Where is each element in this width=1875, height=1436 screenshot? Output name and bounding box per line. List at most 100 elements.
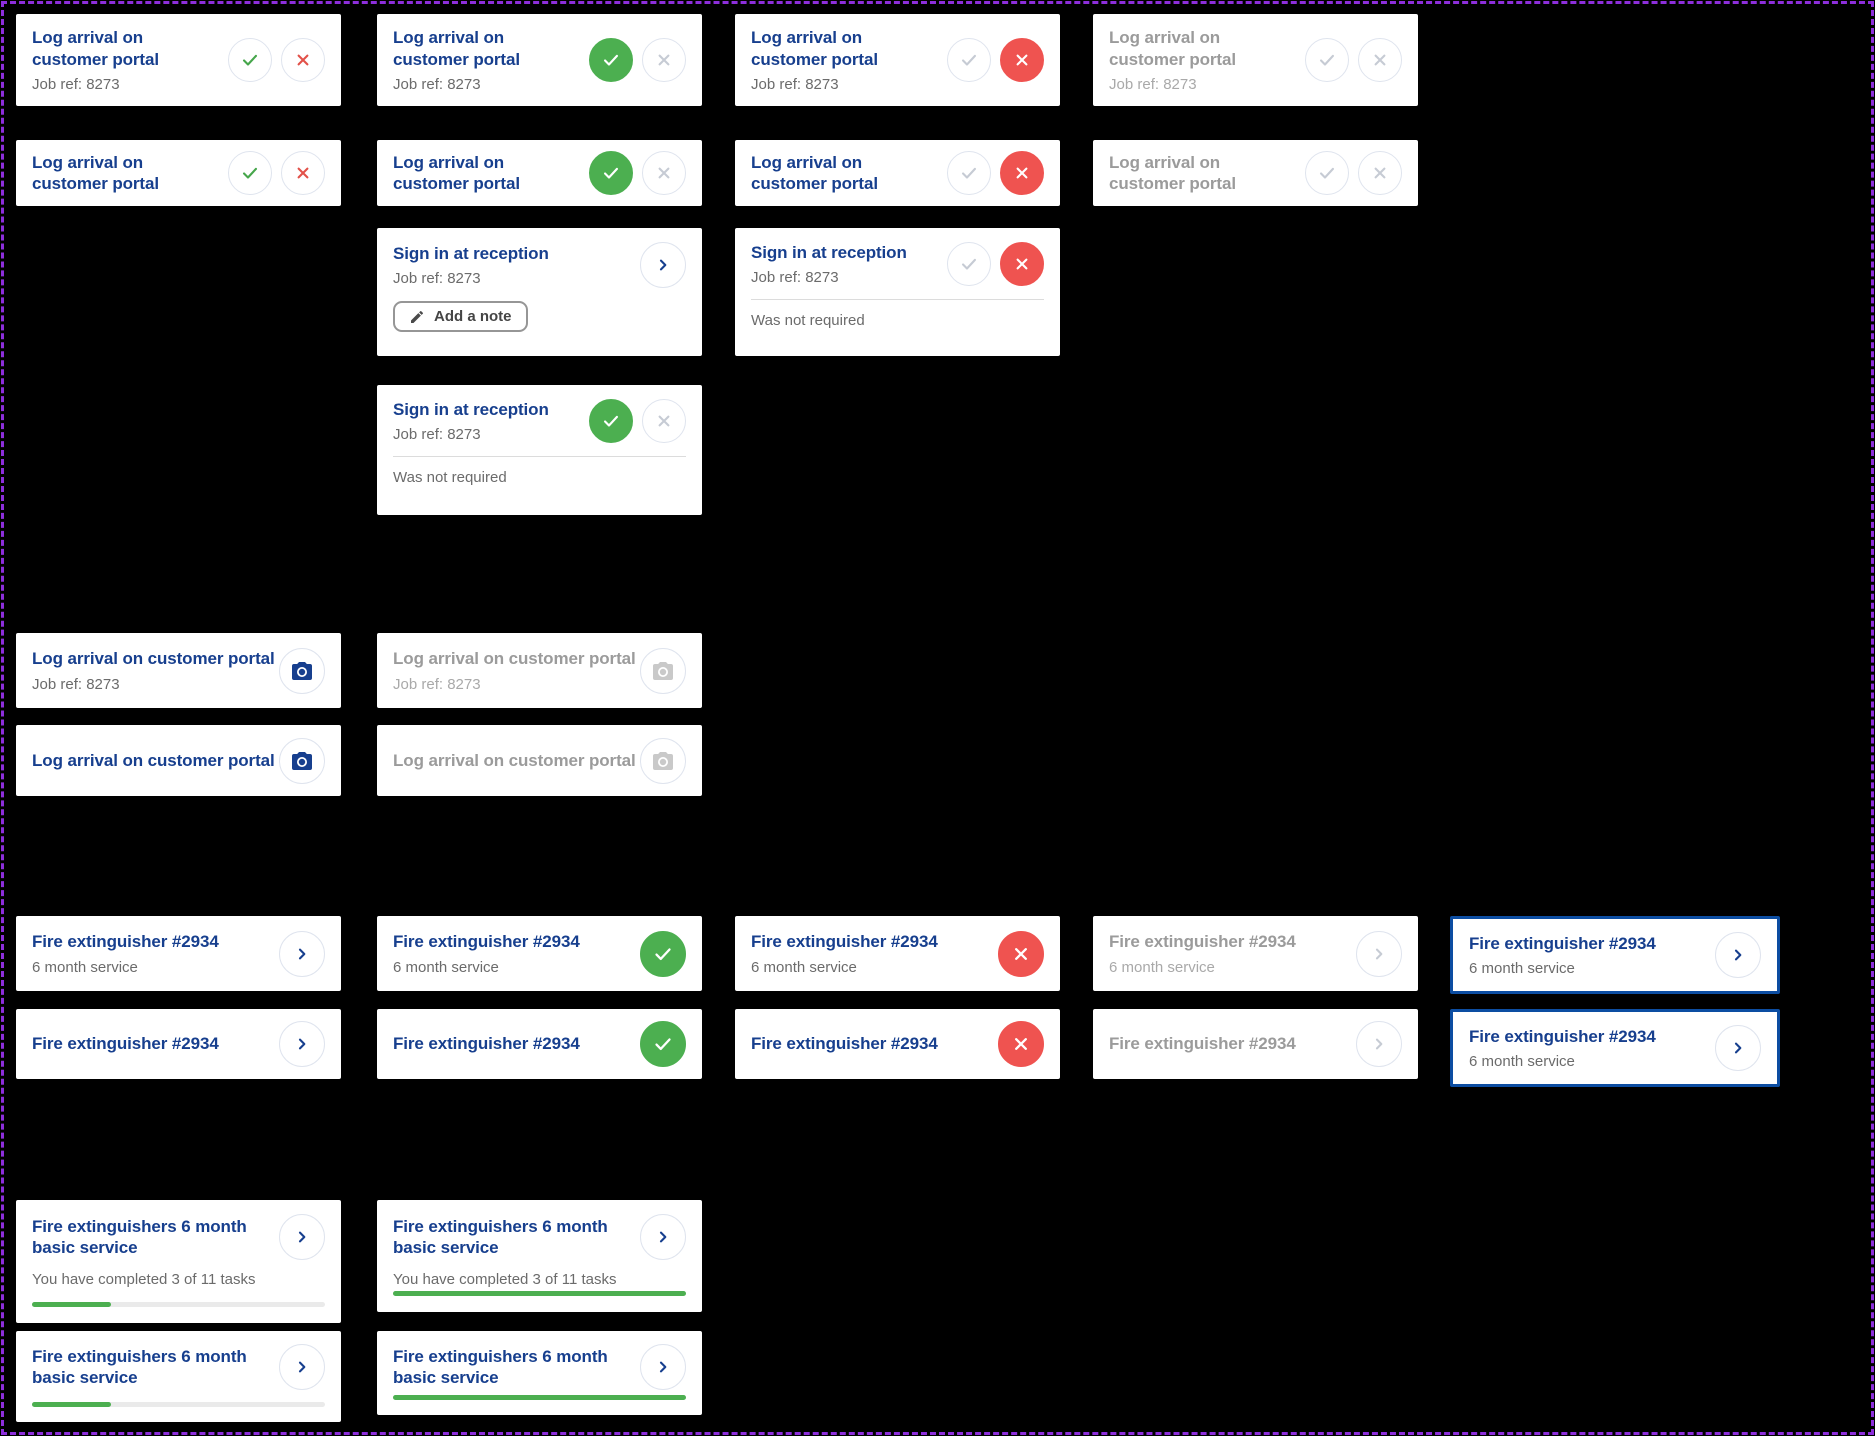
card-fire-extinguisher-disabled: Fire extinguisher #2934 6 month service bbox=[1093, 916, 1418, 991]
card-worksheet-progress-complete[interactable]: Fire extinguishers 6 month basic service… bbox=[377, 1200, 702, 1312]
card-fire-extinguisher-default[interactable]: Fire extinguisher #2934 6 month service bbox=[16, 916, 341, 991]
check-icon bbox=[651, 942, 675, 966]
details-button[interactable] bbox=[640, 1344, 686, 1390]
card-fire-extinguisher-confirmed-compact[interactable]: Fire extinguisher #2934 bbox=[377, 1009, 702, 1079]
confirm-button bbox=[947, 38, 991, 82]
decline-button bbox=[642, 38, 686, 82]
card-title: Log arrival on customer portal bbox=[32, 28, 159, 69]
chevron-right-icon bbox=[1729, 1039, 1747, 1057]
card-title: Fire extinguisher #2934 bbox=[751, 1034, 938, 1054]
job-ref: Job ref: 8273 bbox=[393, 426, 481, 444]
card-sign-in-with-note-action: Sign in at reception Job ref: 8273 Add a… bbox=[377, 228, 702, 356]
photo-button[interactable] bbox=[279, 647, 325, 694]
card-title: Log arrival on customer portal bbox=[751, 28, 878, 69]
details-button[interactable] bbox=[279, 1214, 325, 1260]
card-title: Log arrival on customer portal bbox=[1109, 28, 1236, 69]
card-worksheet-progress[interactable]: Fire extinguishers 6 month basic service… bbox=[16, 1200, 341, 1323]
card-title: Fire extinguisher #2934 bbox=[1469, 933, 1656, 953]
card-fire-extinguisher-confirmed[interactable]: Fire extinguisher #2934 6 month service bbox=[377, 916, 702, 991]
camera-icon bbox=[651, 749, 675, 773]
x-icon bbox=[1009, 942, 1033, 966]
service-label: 6 month service bbox=[393, 958, 499, 976]
card-fire-extinguisher-default-compact[interactable]: Fire extinguisher #2934 bbox=[16, 1009, 341, 1079]
progress-bar bbox=[393, 1291, 686, 1296]
confirm-button[interactable] bbox=[589, 151, 633, 195]
card-title: Fire extinguishers 6 month basic service bbox=[393, 1346, 608, 1387]
card-log-arrival-confirmed: Log arrival on customer portal Job ref: … bbox=[377, 14, 702, 106]
progress-status: You have completed 3 of 11 tasks bbox=[32, 1271, 256, 1288]
card-title: Fire extinguisher #2934 bbox=[32, 1034, 219, 1054]
card-log-arrival-declined: Log arrival on customer portal Job ref: … bbox=[735, 14, 1060, 106]
confirm-button bbox=[1305, 151, 1349, 195]
chevron-right-icon bbox=[654, 1358, 672, 1376]
chevron-right-icon bbox=[293, 1228, 311, 1246]
card-fire-extinguisher-declined-compact[interactable]: Fire extinguisher #2934 bbox=[735, 1009, 1060, 1079]
card-log-arrival-photo-disabled-compact: Log arrival on customer portal bbox=[377, 725, 702, 796]
confirm-button[interactable] bbox=[228, 38, 272, 82]
card-log-arrival-default-compact: Log arrival on customer portal bbox=[16, 140, 341, 206]
progress-fill bbox=[393, 1291, 686, 1296]
check-icon bbox=[239, 49, 261, 71]
confirm-button bbox=[1305, 38, 1349, 82]
camera-icon bbox=[290, 749, 314, 773]
card-title: Fire extinguishers 6 month basic service bbox=[32, 1346, 247, 1387]
details-button[interactable] bbox=[279, 1021, 325, 1067]
details-button[interactable] bbox=[640, 1214, 686, 1260]
confirm-button[interactable] bbox=[589, 38, 633, 82]
card-title: Log arrival on customer portal bbox=[32, 152, 159, 193]
confirm-button[interactable] bbox=[228, 151, 272, 195]
confirm-button[interactable] bbox=[589, 399, 633, 444]
card-title: Fire extinguishers 6 month basic service bbox=[32, 1216, 247, 1257]
camera-icon bbox=[290, 659, 314, 683]
photo-button[interactable] bbox=[279, 737, 325, 784]
check-icon bbox=[958, 49, 980, 71]
chevron-right-icon bbox=[293, 945, 311, 963]
photo-button bbox=[640, 737, 686, 784]
check-icon bbox=[958, 162, 980, 184]
status-confirmed-button[interactable] bbox=[640, 930, 686, 977]
card-sign-in-declined-with-note: Sign in at reception Job ref: 8273 Was n… bbox=[735, 228, 1060, 356]
decline-button[interactable] bbox=[1000, 151, 1044, 195]
job-ref: Job ref: 8273 bbox=[393, 270, 481, 288]
card-worksheet-progress-compact[interactable]: Fire extinguishers 6 month basic service bbox=[16, 1331, 341, 1422]
card-title: Fire extinguisher #2934 bbox=[1109, 1034, 1296, 1054]
service-label: 6 month service bbox=[751, 958, 857, 976]
card-title: Log arrival on customer portal bbox=[1109, 152, 1236, 193]
divider bbox=[751, 299, 1044, 301]
task-note: Was not required bbox=[393, 469, 507, 487]
service-label: 6 month service bbox=[1469, 960, 1575, 978]
add-note-button[interactable]: Add a note bbox=[393, 301, 528, 332]
chevron-right-icon bbox=[654, 256, 672, 274]
x-icon bbox=[653, 410, 675, 432]
card-log-arrival-disabled: Log arrival on customer portal Job ref: … bbox=[1093, 14, 1418, 106]
card-log-arrival-photo-disabled: Log arrival on customer portal Job ref: … bbox=[377, 633, 702, 708]
status-declined-button[interactable] bbox=[998, 1021, 1044, 1067]
decline-button[interactable] bbox=[1000, 242, 1044, 287]
photo-button bbox=[640, 647, 686, 694]
decline-button[interactable] bbox=[1000, 38, 1044, 82]
card-worksheet-progress-complete-compact[interactable]: Fire extinguishers 6 month basic service bbox=[377, 1331, 702, 1415]
add-note-label: Add a note bbox=[434, 308, 512, 325]
progress-fill bbox=[32, 1302, 112, 1307]
decline-button bbox=[1358, 151, 1402, 195]
details-button[interactable] bbox=[1715, 1025, 1761, 1071]
check-icon bbox=[1316, 49, 1338, 71]
card-title: Sign in at reception bbox=[393, 243, 549, 263]
x-icon bbox=[1011, 49, 1033, 71]
details-button[interactable] bbox=[279, 930, 325, 977]
card-fire-extinguisher-declined[interactable]: Fire extinguisher #2934 6 month service bbox=[735, 916, 1060, 991]
status-confirmed-button[interactable] bbox=[640, 1021, 686, 1067]
decline-button[interactable] bbox=[281, 151, 325, 195]
card-fire-extinguisher-focused[interactable]: Fire extinguisher #2934 6 month service bbox=[1450, 916, 1780, 994]
details-button[interactable] bbox=[640, 242, 686, 288]
details-button[interactable] bbox=[1715, 932, 1761, 978]
decline-button[interactable] bbox=[281, 38, 325, 82]
card-log-arrival-confirmed-compact: Log arrival on customer portal bbox=[377, 140, 702, 206]
x-icon bbox=[1369, 49, 1391, 71]
check-icon bbox=[958, 253, 980, 275]
details-button[interactable] bbox=[279, 1344, 325, 1390]
x-icon bbox=[653, 49, 675, 71]
card-fire-extinguisher-focused-2[interactable]: Fire extinguisher #2934 6 month service bbox=[1450, 1009, 1780, 1087]
status-declined-button[interactable] bbox=[998, 930, 1044, 977]
